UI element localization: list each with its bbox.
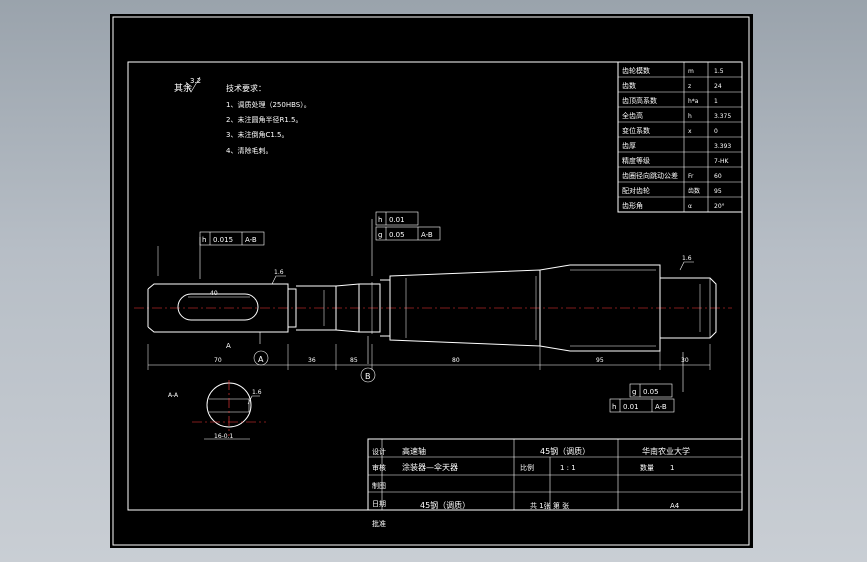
datum-a-text: A: [226, 342, 231, 350]
section-label: A-A: [168, 392, 179, 399]
dimension-value: 85: [350, 357, 358, 364]
tech-requirement-4: 4、清除毛刺。: [226, 146, 272, 155]
roughness-symbol-icon: [185, 76, 201, 93]
surface-mark-2: 1.6: [682, 255, 692, 262]
tolerance-frame: h 0.015 A-B: [199, 231, 265, 246]
dimension-value: 95: [596, 357, 604, 364]
param-value: 95: [714, 188, 722, 195]
model-label: 45钢（调质）: [540, 446, 590, 456]
quantity-value: 1: [670, 464, 674, 472]
param-value: 20°: [714, 203, 725, 210]
tolerance-value: 0.015: [213, 236, 233, 244]
part-name: 高速轴: [402, 446, 426, 456]
key-length-dim: 40: [210, 290, 218, 297]
tolerance-value: 0.05: [389, 231, 405, 239]
outer-frame: [112, 16, 750, 546]
tech-requirement-3: 3、未注倒角C1.5。: [226, 130, 288, 139]
roughness-note-value: 3.2: [190, 77, 201, 85]
tolerance-value: 0.01: [623, 403, 639, 411]
scale-value: 1 : 1: [560, 464, 576, 472]
tolerance-symbol: g: [378, 231, 382, 239]
gear-parameter-table: 齿轮模数 m 1.5 齿数 z 24 齿顶高系数 h*a 1 全齿高 h 3.375 变位系数 x 0 齿厚 3…: [617, 61, 743, 213]
datum-a-marker: A A: [226, 332, 269, 366]
tolerance-symbol: h: [202, 236, 206, 244]
param-value: 7-HK: [714, 158, 729, 165]
param-symbol: 齿数: [688, 187, 700, 195]
roughness-note: 其余 3.2: [174, 76, 201, 94]
param-value: 3.375: [714, 113, 731, 120]
surface-mark-1: 1.6: [274, 269, 284, 276]
keyway: [177, 293, 259, 321]
dimension-value: 70: [214, 357, 222, 364]
tech-requirements: 技术要求： 1、调质处理（250HBS）。 2、未注圆角半径R1.5。 3、未注…: [226, 83, 311, 155]
param-name: 齿轮模数: [622, 66, 650, 75]
param-value: 1.5: [714, 68, 724, 75]
param-name: 精度等级: [622, 156, 650, 165]
param-name: 齿厚: [622, 142, 636, 150]
row-label-date: 日期: [372, 500, 386, 508]
param-name: 全齿高: [622, 111, 643, 120]
tolerance-datum: A-B: [245, 236, 257, 244]
scale-label: 比例: [520, 463, 534, 472]
bottom-dimensions: 70 36 85 80 95 30: [147, 344, 711, 370]
tech-requirement-2: 2、未注圆角半径R1.5。: [226, 115, 302, 124]
quantity-label: 数量: [640, 463, 654, 472]
param-name: 配对齿轮: [622, 186, 650, 195]
dimension-value: 30: [681, 357, 689, 364]
school-name: 华南农业大学: [642, 446, 690, 456]
tech-requirements-title: 技术要求：: [226, 83, 266, 93]
surface-marks: 1.6 1.6 1.6: [247, 255, 694, 405]
param-name: 齿数: [622, 81, 636, 90]
row-label-approve: 批准: [372, 519, 386, 528]
part-material: 45钢（调质）: [420, 500, 470, 510]
param-name: 齿圈径向跳动公差: [622, 171, 678, 180]
cad-drawing: 其余 3.2 技术要求： 1、调质处理（250HBS）。 2、未注圆角半径R1.…: [112, 16, 750, 546]
param-name: 变位系数: [622, 126, 650, 135]
title-block: 高速轴 涂装器—伞天器 45钢（调质） 45钢（调质） 比例 1 : 1 共 1…: [367, 438, 743, 528]
param-symbol: z: [688, 83, 691, 90]
tech-requirement-1: 1、调质处理（250HBS）。: [226, 100, 311, 109]
tolerance-symbol: h: [612, 403, 616, 411]
diameter-dims: [157, 246, 701, 340]
param-value: 0: [714, 128, 718, 135]
param-symbol: Fr: [688, 173, 694, 180]
param-name: 齿形角: [622, 201, 643, 210]
param-symbol: h: [688, 113, 692, 120]
section-view: A-A 16-0.1: [168, 380, 266, 440]
tolerance-frame: g 0.05: [629, 383, 673, 398]
tolerance-datum: A-B: [421, 231, 433, 239]
tolerance-datum: A-B: [655, 403, 667, 411]
param-symbol: α: [688, 203, 692, 210]
param-symbol: m: [688, 68, 694, 75]
param-name: 齿顶高系数: [622, 96, 657, 105]
tolerance-frame: h 0.01: [375, 211, 419, 226]
tolerance-frame: g 0.05 A-B: [375, 226, 441, 241]
dimension-value: 36: [308, 357, 316, 364]
param-symbol: x: [688, 128, 692, 135]
tolerance-value: 0.05: [643, 388, 659, 396]
param-value: 1: [714, 98, 718, 105]
tolerance-symbol: g: [632, 388, 636, 396]
row-label-design: 设计: [372, 447, 386, 456]
row-label-review: 审核: [372, 463, 386, 472]
param-symbol: h*a: [688, 98, 699, 105]
datum-a-label: A: [258, 355, 264, 364]
tolerance-symbol: h: [378, 216, 382, 224]
param-value: 60: [714, 173, 722, 180]
tolerance-value: 0.01: [389, 216, 405, 224]
param-value: 24: [714, 83, 722, 90]
paper-size: A4: [670, 502, 680, 510]
datum-b-marker: B: [360, 336, 376, 383]
sheet-count: 共 1张 第 张: [530, 501, 569, 510]
dimension-value: 80: [452, 357, 460, 364]
row-label-draw: 制图: [372, 481, 386, 490]
part-subtitle: 涂装器—伞天器: [402, 462, 458, 472]
tolerance-frame: h 0.01 A-B: [609, 398, 675, 413]
cad-viewport[interactable]: 其余 3.2 技术要求： 1、调质处理（250HBS）。 2、未注圆角半径R1.…: [110, 14, 753, 548]
param-value: 3.393: [714, 143, 731, 150]
surface-mark-3: 1.6: [252, 389, 262, 396]
section-dim: 16-0.1: [214, 433, 234, 440]
datum-b-label: B: [365, 372, 371, 381]
